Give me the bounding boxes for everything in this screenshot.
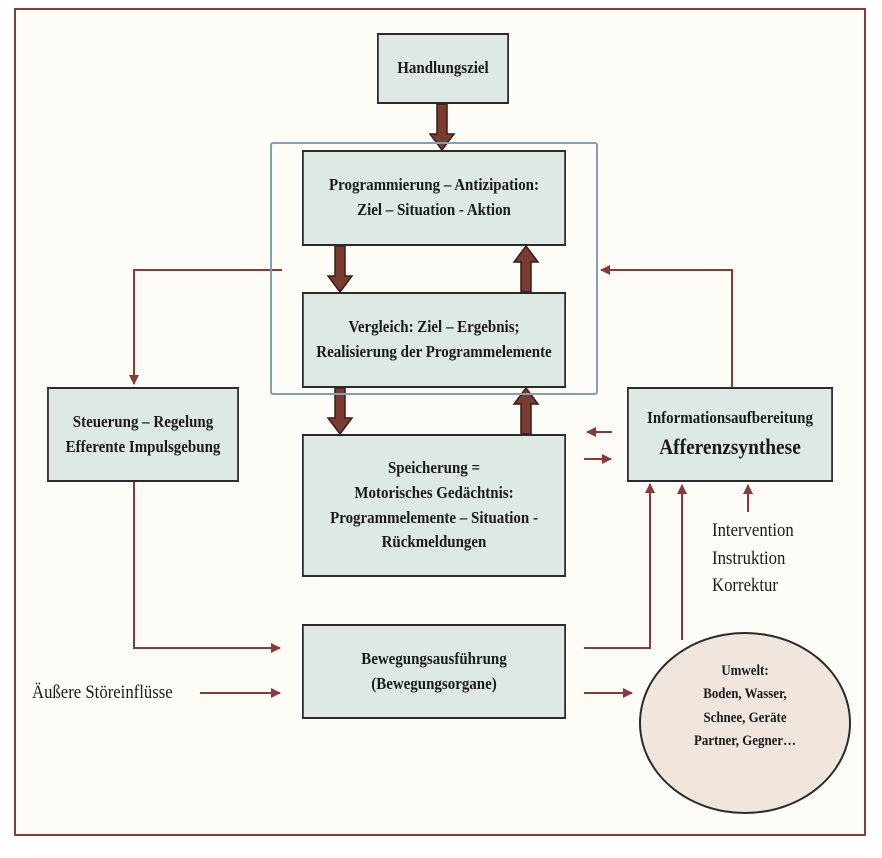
- node-label: Boden, Wasser,: [703, 686, 787, 703]
- node-label: Schnee, Geräte: [703, 709, 787, 726]
- node-label: Programmelemente – Situation -: [330, 507, 538, 527]
- node-umwelt: [639, 632, 851, 814]
- node-label: Motorisches Gedächtnis:: [354, 482, 514, 502]
- intervention-label: Intervention Instruktion Korrektur: [712, 517, 794, 600]
- node-label-afferenzsynthese: Afferenzsynthese: [659, 433, 801, 459]
- thick-arrow-prog-up: [512, 244, 540, 293]
- node-programmierung: Programmierung – Antizipation: Ziel – Si…: [302, 150, 566, 246]
- arrow-info-to-programmierung: [600, 265, 733, 387]
- node-label: Programmierung – Antizipation:: [329, 175, 539, 195]
- node-speicherung: Speicherung = Motorisches Gedächtnis: Pr…: [302, 434, 566, 577]
- node-label: Informationsaufbereitung: [647, 408, 813, 428]
- node-label: Umwelt:: [721, 663, 769, 679]
- intervention-line: Intervention: [712, 520, 794, 541]
- node-vergleich: Vergleich: Ziel – Ergebnis; Realisierung…: [302, 292, 566, 388]
- node-steuerung: Steuerung – Regelung Efferente Impulsgeb…: [47, 387, 239, 482]
- thick-arrow-prog-down: [326, 245, 354, 294]
- node-label: Handlungsziel: [397, 58, 489, 78]
- node-bewegungsausfuehrung: Bewegungsausführung (Bewegungsorgane): [302, 624, 566, 719]
- node-label: Partner, Gegner…: [694, 732, 796, 749]
- node-label: Ziel – Situation - Aktion: [357, 200, 511, 219]
- stoereinfluesse-label: Äußere Störeinflüsse: [32, 682, 173, 703]
- korrektur-line: Korrektur: [712, 575, 778, 597]
- arrow-bewegung-to-info: [584, 483, 655, 649]
- arrow-vergleich-to-steuerung: [129, 269, 282, 385]
- node-label: (Bewegungsorgane): [371, 673, 497, 693]
- node-label: Rückmeldungen: [381, 532, 487, 552]
- node-label: Efferente Impulsgebung: [65, 436, 221, 456]
- node-label: Vergleich: Ziel – Ergebnis;: [348, 317, 520, 337]
- arrow-steuerung-to-bewegung: [133, 482, 281, 653]
- node-informationsaufbereitung: Informationsaufbereitung Afferenzsynthes…: [627, 387, 833, 482]
- node-label: Steuerung – Regelung: [72, 411, 214, 431]
- node-handlungsziel: Handlungsziel: [377, 33, 509, 104]
- node-label: Speicherung =: [387, 458, 481, 478]
- instruktion-line: Instruktion: [712, 547, 786, 569]
- umwelt-text: Umwelt: Boden, Wasser, Schnee, Geräte Pa…: [667, 660, 824, 753]
- programm-group-border: [270, 142, 598, 395]
- thick-arrow-verg-up: [512, 386, 540, 435]
- node-label: Realisierung der Programmelemente: [316, 342, 552, 361]
- node-label: Bewegungsausführung: [361, 648, 507, 668]
